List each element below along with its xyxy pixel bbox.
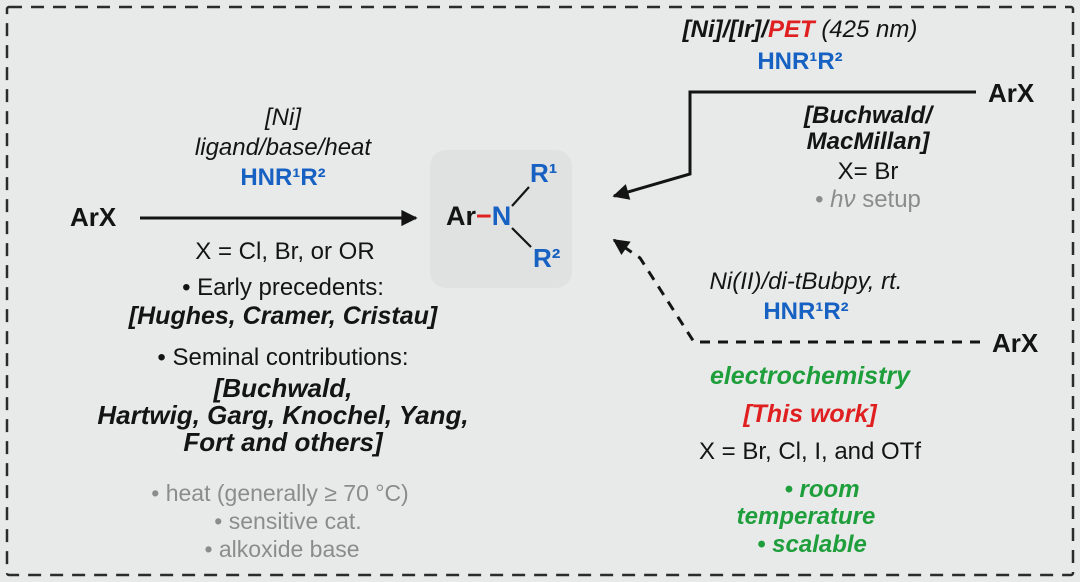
product-ar-label: Ar bbox=[446, 201, 477, 231]
drawback-alkoxide-base: • alkoxide base bbox=[204, 536, 360, 562]
seminal-contributions-label: • Seminal contributions: bbox=[157, 344, 409, 371]
electrochemistry-label: electrochemistry bbox=[709, 362, 911, 390]
advantage-scalable: • scalable bbox=[757, 531, 867, 558]
halide-scope-left: X = Cl, Br, or OR bbox=[195, 238, 375, 265]
wavelength-label: (425 nm) bbox=[814, 16, 918, 43]
pet-label: PET bbox=[767, 16, 815, 43]
this-work-label: [This work] bbox=[743, 400, 877, 428]
early-precedents-label: • Early precedents: bbox=[182, 274, 384, 301]
advantage-temperature: temperature bbox=[736, 503, 876, 530]
halide-scope-bottom-right: X = Br, Cl, I, and OTf bbox=[698, 438, 922, 465]
arx-substrate-top-right: ArX bbox=[988, 78, 1035, 108]
early-precedents-names: [Hughes, Cramer, Cristau] bbox=[128, 302, 438, 330]
ligand-base-heat-label: ligand/base/heat bbox=[194, 134, 372, 161]
product-bond-dash: − bbox=[476, 201, 492, 231]
hv-setup-note: • hν setup bbox=[815, 186, 921, 214]
photoredox-conditions-line: [Ni]/[Ir]/PET (425 nm) bbox=[683, 16, 918, 44]
product-r2-label: R² bbox=[533, 243, 561, 273]
seminal-names-line3: Fort and others] bbox=[183, 427, 383, 457]
drawback-heat: • heat (generally ≥ 70 °C) bbox=[151, 480, 409, 506]
product-formula: Ar−N bbox=[446, 201, 511, 233]
amine-reagent-bottom-right: HNR¹R² bbox=[763, 298, 849, 325]
hv-symbol: hν bbox=[830, 186, 856, 213]
amine-reagent-top-right: HNR¹R² bbox=[757, 48, 843, 75]
hv-note-suffix: setup bbox=[855, 186, 921, 213]
electro-conditions-label: Ni(II)/di-tBubpy, rt. bbox=[709, 268, 903, 295]
advantage-room: • room bbox=[784, 476, 860, 503]
product-r1-label: R¹ bbox=[530, 158, 558, 188]
photoredox-catalysts-prefix: [Ni]/[Ir]/ bbox=[682, 16, 768, 43]
buchwald-macmillan-line1: [Buchwald/ bbox=[803, 102, 933, 129]
arx-substrate-bottom-right: ArX bbox=[992, 328, 1039, 358]
drawback-sensitive-cat: • sensitive cat. bbox=[214, 508, 362, 534]
product-n-label: N bbox=[491, 201, 512, 231]
amine-reagent-left: HNR¹R² bbox=[240, 164, 326, 191]
arx-substrate-left: ArX bbox=[70, 202, 117, 232]
hv-note-bullet: • bbox=[815, 186, 831, 213]
ni-catalyst-label: [Ni] bbox=[265, 104, 301, 131]
halide-scope-top-right: X= Br bbox=[837, 158, 899, 185]
buchwald-macmillan-line2: MacMillan] bbox=[806, 128, 930, 155]
